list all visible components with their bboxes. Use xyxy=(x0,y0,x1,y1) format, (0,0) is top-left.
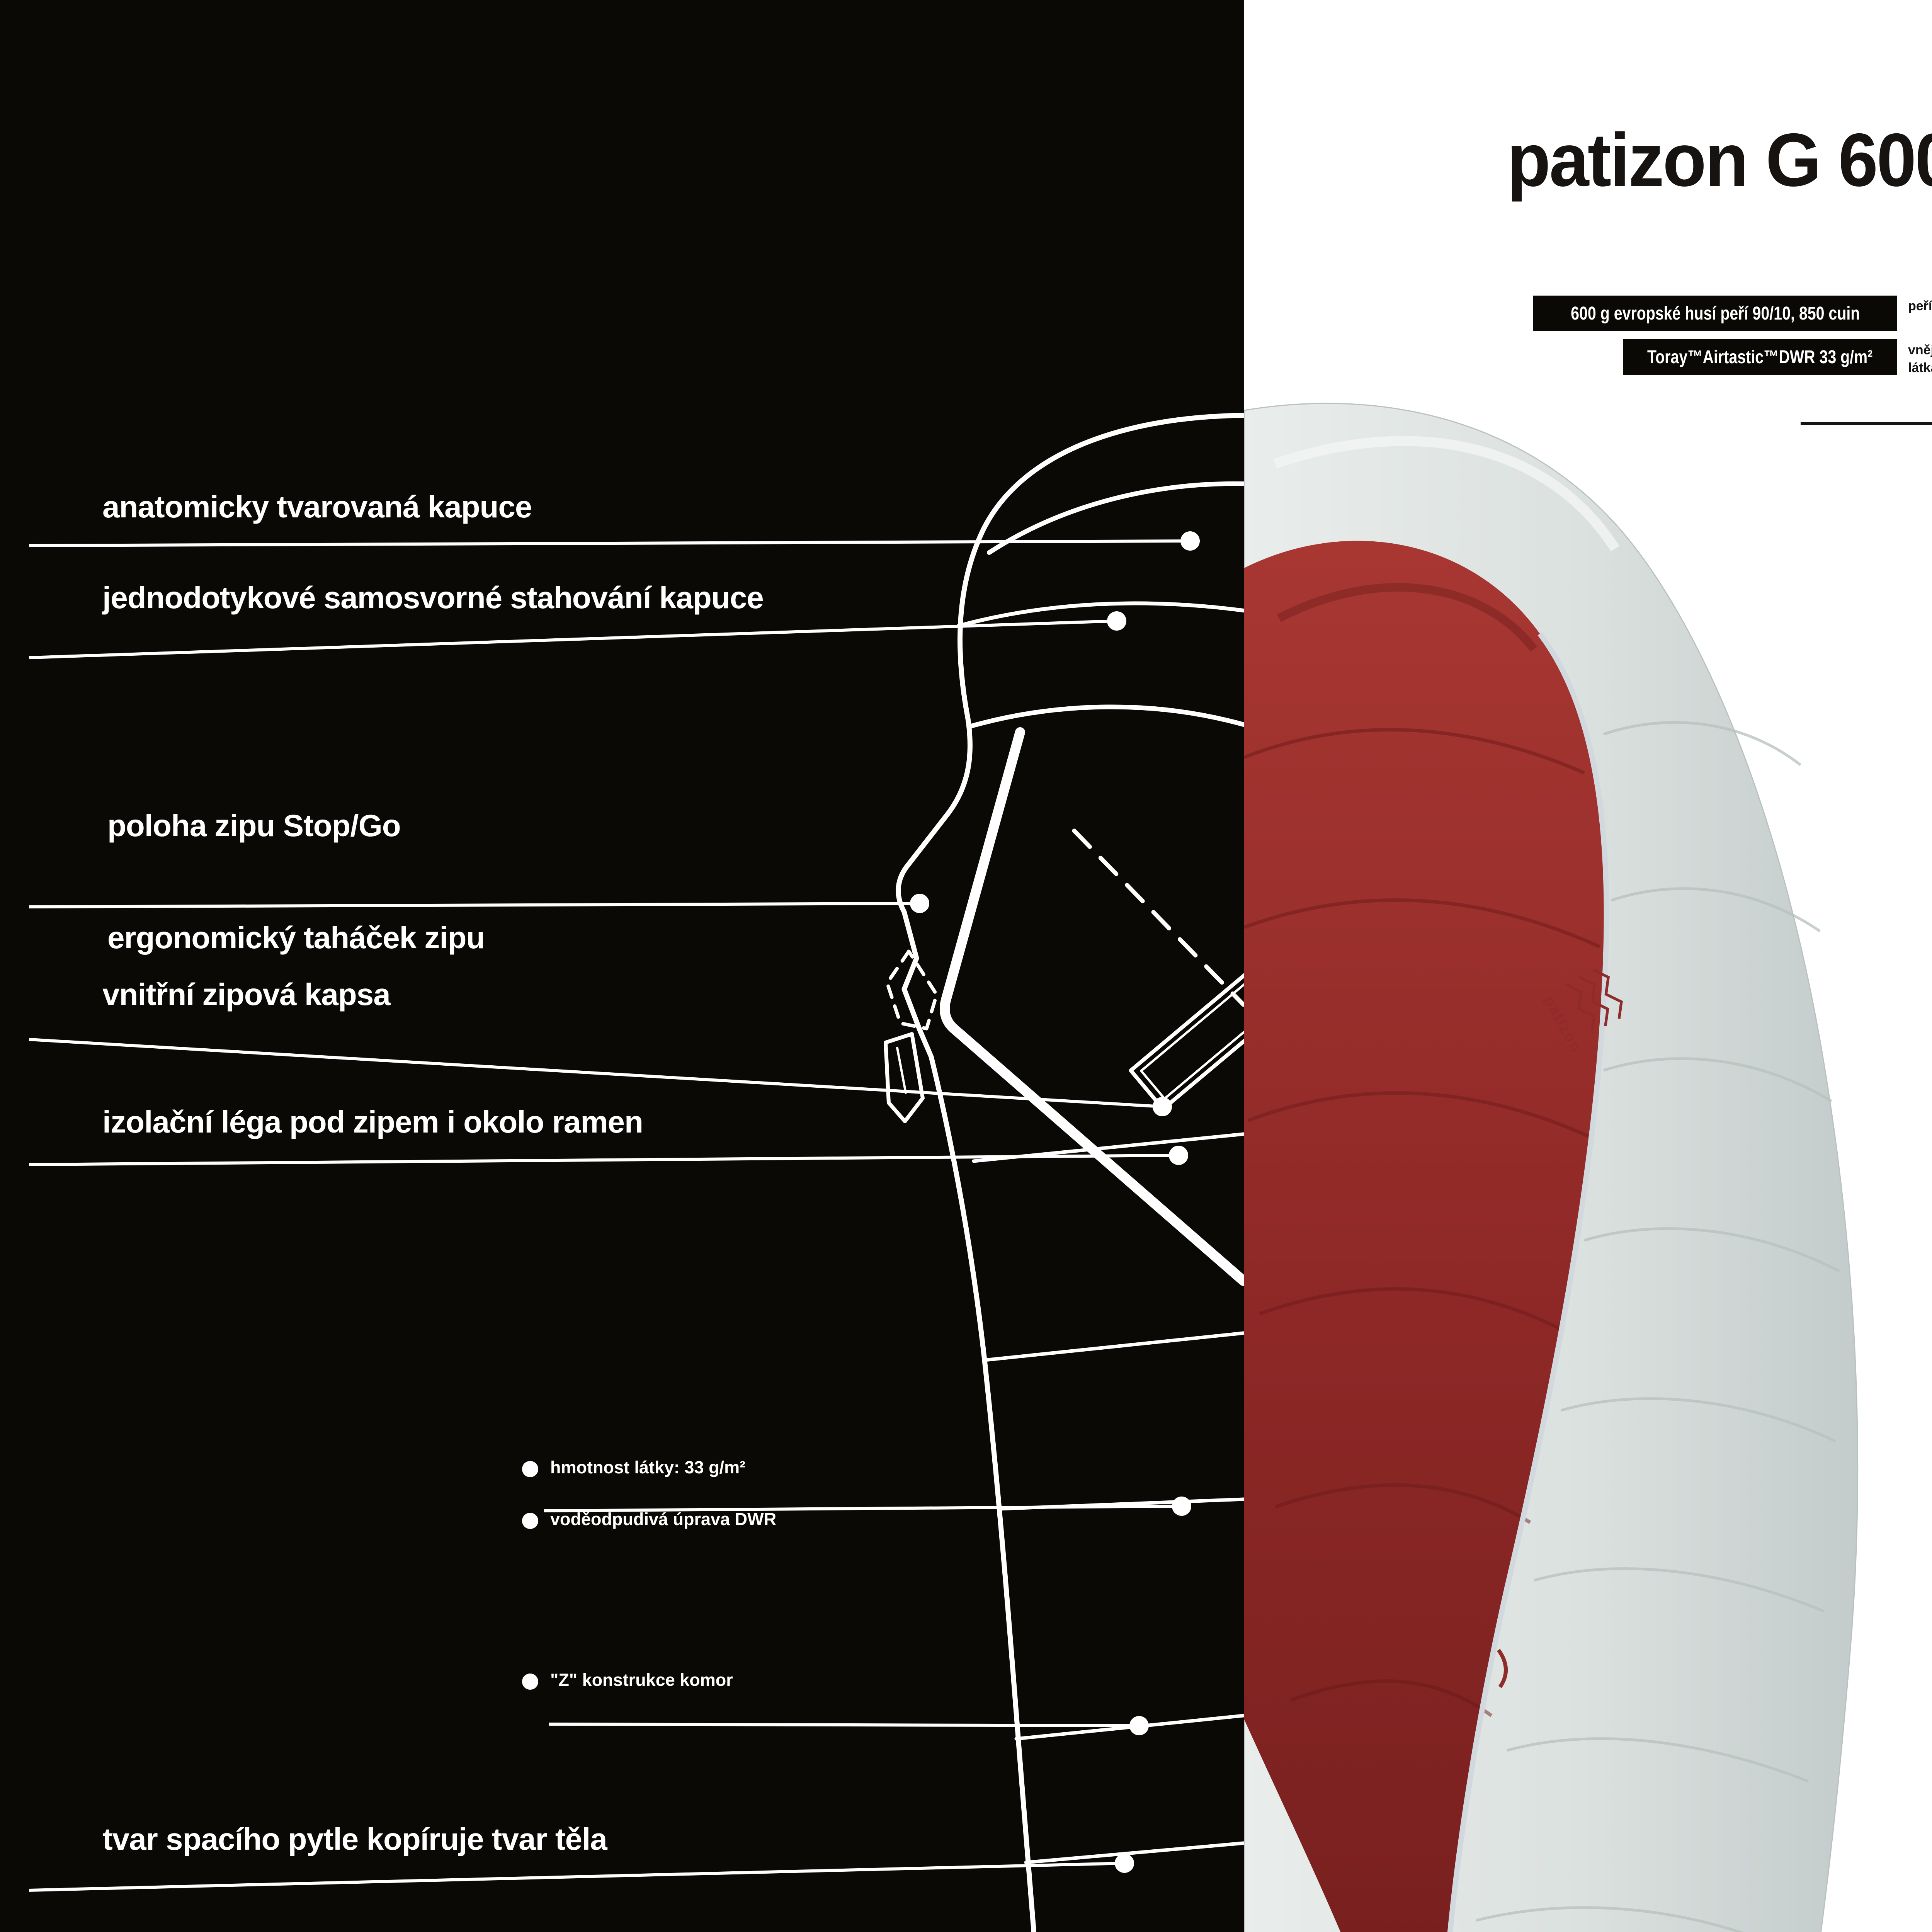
label-inner-pocket: vnitřní zipová kapsa xyxy=(102,977,391,1012)
leader-lines xyxy=(29,539,1190,1892)
interior-baffle-seams xyxy=(1244,728,1600,1717)
label-z-chambers: "Z" konstrukce komor xyxy=(550,1670,733,1690)
zipper-line xyxy=(1447,632,1609,1932)
fill-spec-badge: 600 g evropské husí peří 90/10, 850 cuin xyxy=(1533,296,1897,331)
fabric-spec-text: Toray™Airtastic™DWR 33 g/m² xyxy=(1647,347,1873,367)
product-title: patizon G 600 xyxy=(1507,118,1932,202)
sleeping-bag-photo: patizon xyxy=(1244,403,1859,1932)
label-zip-stopgo: poloha zipu Stop/Go xyxy=(107,808,401,843)
zipper-pull-lineart xyxy=(884,1032,925,1123)
label-drawcord: jednodotykové samosvorné stahování kapuc… xyxy=(102,580,764,615)
sleeping-bag-lineart xyxy=(884,413,1244,1932)
zipper-cord xyxy=(1497,1649,1508,1688)
black-panel-background xyxy=(0,0,1244,1932)
label-dwr: voděodpudivá úprava DWR xyxy=(550,1509,777,1529)
leader-dots xyxy=(522,531,1200,1873)
chamber-seams xyxy=(972,1132,1244,1864)
label-hood: anatomicky tvarovaná kapuce xyxy=(102,490,532,524)
label-draft-tube: izolační léga pod zipem i okolo ramen xyxy=(102,1105,643,1139)
measurement-line xyxy=(1801,422,1932,425)
fabric-side-label-line1: vnější a vnitřní xyxy=(1908,343,1932,357)
shell-baffle-seams xyxy=(1476,721,1840,1932)
bag-red-interior xyxy=(1244,541,1607,1932)
lineart-outline xyxy=(896,413,1244,1932)
fill-spec-text: 600 g evropské husí peří 90/10, 850 cuin xyxy=(1570,303,1860,324)
fill-side-label: peří xyxy=(1908,299,1932,313)
label-zip-puller: ergonomický taháček zipu xyxy=(107,920,485,955)
label-fabric-weight: hmotnost látky: 33 g/m² xyxy=(550,1458,746,1477)
fabric-spec-badge: Toray™Airtastic™DWR 33 g/m² xyxy=(1623,339,1897,375)
label-body-shape: tvar spacího pytle kopíruje tvar těla xyxy=(102,1822,607,1856)
inner-pocket-lineart xyxy=(1129,919,1244,1111)
